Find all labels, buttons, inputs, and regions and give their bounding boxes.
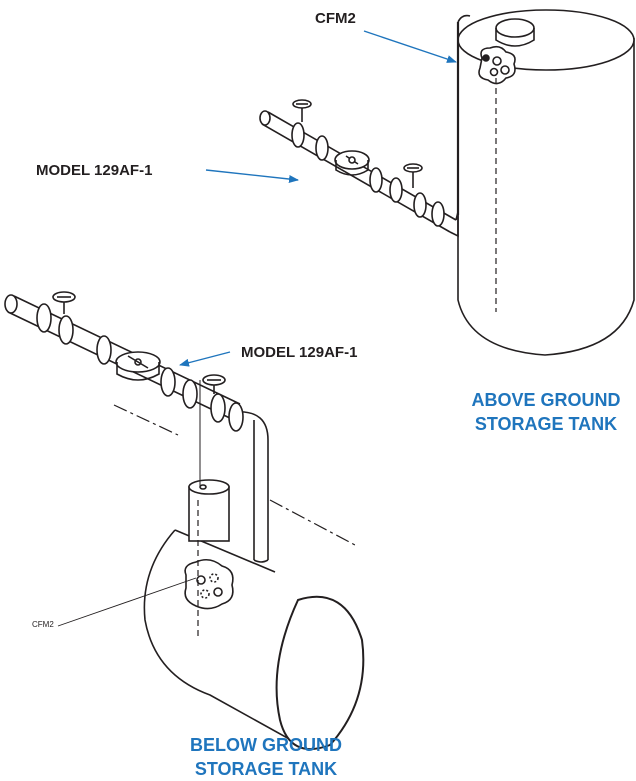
cfm2-bottom-label: CFM2 [32,620,54,629]
below-ground-caption-line1: BELOW GROUND [190,735,342,755]
model-bottom-label: MODEL 129AF-1 [241,344,358,361]
below-ground-caption-line2: STORAGE TANK [194,759,338,779]
below-ground-tank [113,404,365,750]
above-ground-caption-line1: ABOVE GROUND [471,390,621,410]
model-bottom-arrow [179,351,231,367]
model-top-arrow [205,169,299,184]
below-ground-caption: BELOW GROUND STORAGE TANK [166,733,366,781]
below-ground-pipe-assembly [4,291,244,487]
above-ground-tank [456,9,635,356]
above-ground-pipe-assembly [259,99,459,238]
above-ground-caption: ABOVE GROUND STORAGE TANK [456,388,636,436]
cfm2-bottom-leader [57,577,197,627]
model-top-label: MODEL 129AF-1 [36,162,153,179]
above-ground-caption-line2: STORAGE TANK [474,414,618,434]
callout-leaders [57,30,457,627]
cfm2-top-label: CFM2 [315,10,356,27]
cfm2-top-arrow [363,30,457,63]
